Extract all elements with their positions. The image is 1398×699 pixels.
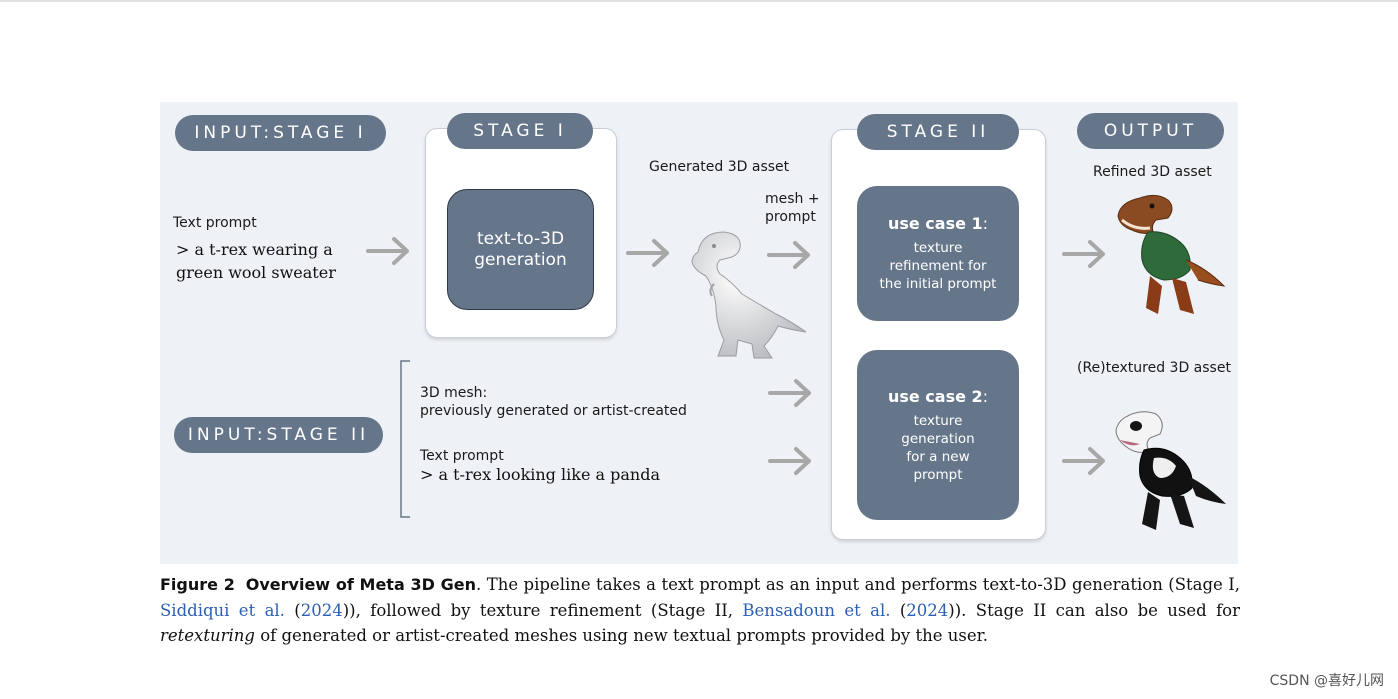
citation-link[interactable]: Bensadoun et al.	[742, 600, 891, 620]
arrow-right-icon	[1062, 447, 1105, 475]
pill-output: OUTPUT	[1077, 113, 1224, 149]
arrow-right-icon	[1062, 240, 1105, 268]
citation-year-link[interactable]: 2024	[906, 600, 949, 620]
arrow-right-icon	[626, 239, 669, 267]
caption-text: (	[890, 600, 907, 620]
arrow-right-icon	[767, 241, 810, 269]
arrow-right-icon	[768, 379, 811, 407]
top-border	[0, 0, 1398, 2]
watermark: CSDN @喜好儿网	[1269, 673, 1384, 689]
citation-year-link[interactable]: 2024	[300, 600, 343, 620]
use-case1-line: the initial prompt	[879, 276, 997, 292]
stage1-prompt-line2: green wool sweater	[176, 263, 336, 282]
refined-asset-label: Refined 3D asset	[1093, 164, 1212, 180]
figure-caption: Figure 2 Overview of Meta 3D Gen. The pi…	[160, 572, 1240, 649]
stage2-mesh-label: 3D mesh:	[420, 385, 488, 401]
caption-text: (	[284, 600, 301, 620]
caption-text: of generated or artist-created meshes us…	[254, 626, 988, 645]
text-to-3d-line1: text-to-3D	[476, 228, 565, 249]
trex-panda-image	[1115, 411, 1226, 530]
caption-text: )). Stage II can also be used for	[948, 600, 1240, 620]
pill-input-stage1: INPUT:STAGE I	[175, 115, 386, 151]
use-case1-line: texture	[913, 240, 963, 256]
use-case2-box: use case 2: texture generation for a new…	[857, 350, 1019, 520]
text-to-3d-box: text-to-3D generation	[447, 189, 594, 310]
caption-title: Overview of Meta 3D Gen	[245, 575, 477, 594]
stage1-prompt-line1: > a t-rex wearing a	[176, 240, 333, 259]
use-case2-line: for a new	[906, 448, 970, 465]
pill-input-stage2: INPUT:STAGE II	[174, 417, 383, 453]
caption-figure-number: Figure 2	[160, 575, 235, 594]
caption-italic: retexturing	[160, 626, 255, 645]
stage1-text-prompt-label: Text prompt	[173, 215, 257, 231]
caption-text: )), followed by texture refinement (Stag…	[342, 600, 743, 620]
figure-panel	[160, 102, 1238, 564]
citation-link[interactable]: Siddiqui et al.	[160, 600, 285, 620]
stage2-prompt: > a t-rex looking like a panda	[420, 465, 660, 484]
trex-sweater-image	[1117, 194, 1226, 314]
use-case2-title: use case 2:	[887, 386, 989, 406]
bracket-icon	[400, 360, 410, 518]
generated-asset-label: Generated 3D asset	[649, 159, 790, 175]
mesh-plus-label: mesh +	[765, 191, 820, 207]
text-to-3d-line2: generation	[474, 249, 567, 270]
use-case2-line: prompt	[913, 466, 963, 483]
use-case1-title: use case 1:	[887, 214, 989, 233]
retextured-asset-label: (Re)textured 3D asset	[1077, 360, 1231, 376]
arrow-right-icon	[768, 447, 811, 475]
trex-white-image	[691, 231, 807, 359]
use-case1-box: use case 1: texture refinement for the i…	[857, 186, 1019, 321]
prompt-label: prompt	[765, 209, 816, 225]
arrow-right-icon	[366, 237, 409, 265]
stage2-mesh-desc: previously generated or artist-created	[420, 403, 687, 419]
use-case1-line: refinement for	[889, 258, 987, 274]
pill-stage1: STAGE I	[447, 113, 593, 149]
use-case2-line: texture	[913, 412, 963, 429]
caption-text: . The pipeline takes a text prompt as an…	[476, 575, 1240, 594]
use-case2-line: generation	[901, 430, 975, 447]
pill-stage2: STAGE II	[857, 114, 1019, 150]
stage2-text-prompt-label: Text prompt	[420, 448, 504, 464]
